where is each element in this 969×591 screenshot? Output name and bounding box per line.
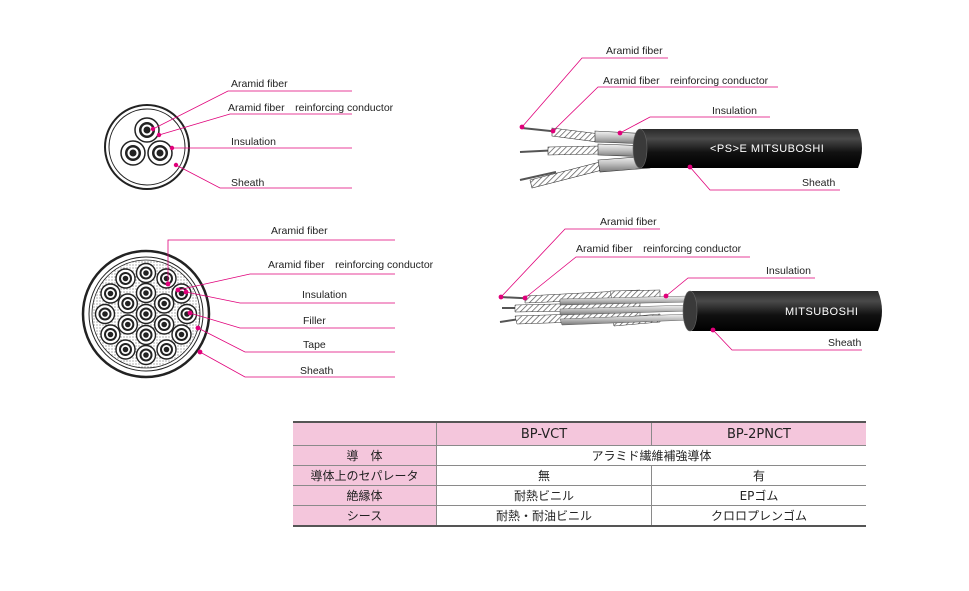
insulated-core (115, 268, 136, 289)
cell-insulation-bp-2pnct: EPゴム (651, 485, 866, 506)
insulated-core (94, 303, 116, 325)
insulated-core (100, 283, 121, 304)
core-right (147, 140, 173, 166)
insulated-core (115, 339, 136, 360)
insulated-core (135, 282, 157, 304)
insulated-core (135, 262, 157, 284)
column-header-bp-2pnct: BP-2PNCT (651, 421, 866, 446)
cell-insulation-bp-vct: 耐熱ビニル (436, 485, 652, 506)
cell-conductor-merged: アラミド繊維補強導体 (436, 445, 866, 466)
insulated-core (135, 344, 157, 366)
leader-lines-tr (521, 57, 840, 191)
cell-separator-bp-vct: 無 (436, 465, 652, 486)
insulated-core (153, 314, 175, 335)
label-reinforcing-conductor: Aramid fiber reinforcing conductor (268, 259, 434, 271)
spec-table: BP-VCT BP-2PNCT 導 体 アラミド繊維補強導体 導体上のセパレータ… (293, 421, 866, 527)
table-corner-cell (293, 421, 437, 446)
row-label-conductor: 導 体 (293, 445, 437, 466)
cross-section-3core: Aramid fiber Aramid fiber reinforcing co… (104, 78, 394, 190)
cable-3core-perspective: <PS>E MITSUBOSHI Aramid fiber Aramid fib… (519, 45, 862, 191)
insulated-core (153, 293, 175, 314)
label-aramid-fiber: Aramid fiber (231, 78, 288, 90)
label-aramid-fiber: Aramid fiber (271, 225, 328, 237)
cell-sheath-bp-2pnct: クロロプレンゴム (651, 505, 866, 527)
table-row: 導体上のセパレータ 無 有 (293, 465, 866, 486)
label-filler: Filler (303, 315, 326, 327)
cell-sheath-bp-vct: 耐熱・耐油ビニル (436, 505, 652, 527)
cable-multicore-perspective: MITSUBOSHI Aramid fiber Aramid fiber rei… (498, 216, 882, 351)
label-sheath: Sheath (300, 365, 333, 377)
label-sheath: Sheath (802, 177, 835, 189)
insulated-core (171, 324, 192, 345)
table-row: 絶縁体 耐熱ビニル EPゴム (293, 485, 866, 506)
table-row: 導 体 アラミド繊維補強導体 (293, 445, 866, 466)
label-aramid-fiber: Aramid fiber (606, 45, 663, 57)
insulated-core (117, 293, 139, 314)
column-header-bp-vct: BP-VCT (436, 421, 652, 446)
brand-text: MITSUBOSHI (785, 306, 858, 318)
insulated-core (156, 339, 177, 360)
label-sheath: Sheath (231, 177, 264, 189)
leader-lines-tl (152, 90, 352, 189)
table-row: シース 耐熱・耐油ビニル クロロプレンゴム (293, 505, 866, 527)
cores-group (94, 262, 198, 366)
row-label-insulation: 絶縁体 (293, 485, 437, 506)
brand-text: <PS>E MITSUBOSHI (710, 143, 824, 155)
cell-separator-bp-2pnct: 有 (651, 465, 866, 486)
label-sheath: Sheath (828, 337, 861, 349)
insulated-core (100, 324, 121, 345)
label-reinforcing-conductor: Aramid fiber reinforcing conductor (228, 102, 394, 114)
insulated-core (135, 303, 157, 325)
insulated-core (171, 283, 192, 304)
label-insulation: Insulation (712, 105, 757, 117)
cross-section-multicore: Aramid fiber Aramid fiber reinforcing co… (81, 225, 434, 379)
table-header-row: BP-VCT BP-2PNCT (293, 421, 866, 446)
label-reinforcing-conductor: Aramid fiber reinforcing conductor (576, 243, 742, 255)
core-left (120, 140, 146, 166)
insulated-core (135, 324, 157, 346)
label-insulation: Insulation (231, 136, 276, 148)
leader-lines-br (500, 228, 862, 351)
label-insulation: Insulation (766, 265, 811, 277)
label-aramid-fiber: Aramid fiber (600, 216, 657, 228)
core-top (134, 117, 160, 143)
leader-lines-bl (167, 239, 395, 378)
insulated-core (117, 314, 139, 335)
row-label-separator: 導体上のセパレータ (293, 465, 437, 486)
row-label-sheath: シース (293, 505, 437, 527)
label-reinforcing-conductor: Aramid fiber reinforcing conductor (603, 75, 769, 87)
label-insulation: Insulation (302, 289, 347, 301)
label-tape: Tape (303, 339, 326, 351)
